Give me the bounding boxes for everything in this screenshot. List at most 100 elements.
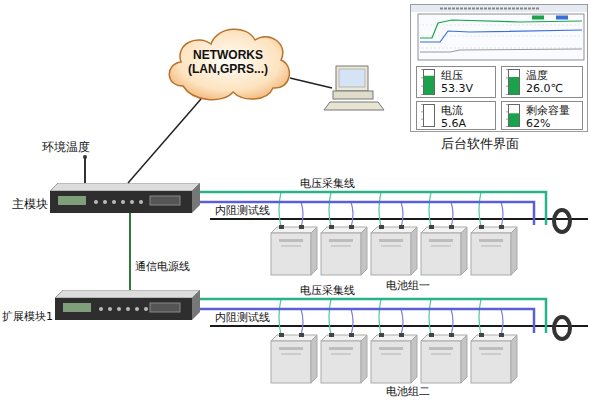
module-front (55, 298, 192, 320)
battery-stripe (381, 245, 401, 247)
module-port (150, 196, 180, 205)
cloud-outline (169, 29, 289, 100)
battery-front (321, 341, 361, 383)
battery-side (311, 227, 317, 275)
battery-stripe (481, 245, 501, 247)
battery-terminal (379, 225, 384, 229)
wire-connector (200, 202, 534, 225)
gauge-tick (421, 69, 424, 70)
battery-front (321, 233, 361, 275)
chart-line (420, 30, 582, 42)
battery-group: 电池组二 (265, 333, 550, 399)
chart-grid (418, 25, 584, 48)
wire-label: 内阻测试线 (215, 204, 270, 217)
power-bus (210, 325, 588, 327)
gauge-bar (421, 69, 437, 97)
module-button (99, 307, 103, 311)
wire-connector (200, 299, 546, 333)
gauge-tick (506, 86, 509, 87)
gauge-fill (509, 77, 519, 95)
battery-stripe (279, 347, 303, 350)
battery-cell (421, 333, 467, 383)
module-port (150, 303, 180, 312)
battery-cell (371, 225, 417, 275)
battery-side (511, 227, 517, 275)
battery-front (271, 341, 311, 383)
node-text: 电池组二 (386, 385, 430, 398)
gauge-tick (506, 69, 509, 70)
voltage-drop-wires (279, 299, 481, 335)
module-button (117, 307, 121, 311)
temperature-antenna (83, 155, 87, 159)
battery-stripe (479, 347, 503, 350)
battery-cell (271, 225, 317, 275)
node-text: 5.6A (441, 117, 495, 130)
module-front (50, 191, 192, 213)
wire-label: 内阻测试线 (215, 311, 270, 324)
module-side (192, 183, 200, 213)
resistance-drop-wires (301, 202, 503, 227)
battery-cell (321, 333, 367, 383)
battery-terminal (399, 225, 404, 229)
module-display (58, 196, 86, 205)
battery-row (265, 225, 550, 277)
computer-base (333, 91, 373, 99)
gauge-frame (509, 70, 520, 95)
battery-cell (321, 225, 367, 275)
battery-front (471, 233, 511, 275)
battery-terminal (479, 225, 484, 229)
battery-cell (471, 333, 517, 383)
battery-side (361, 227, 367, 275)
gauge-tick (506, 104, 509, 105)
voltage-drop-wires (279, 192, 481, 227)
node-text: 剩余容量 (526, 104, 582, 117)
battery-stripe (429, 239, 453, 242)
battery-stripe (331, 353, 351, 355)
module-button (130, 200, 134, 204)
node-text: 扩展模块1 (2, 310, 53, 324)
gauge-tick (421, 77, 424, 78)
battery-group: 电池组一 (265, 225, 550, 293)
battery-terminal (329, 225, 334, 229)
module-button (135, 307, 139, 311)
panel-titlebar (411, 5, 587, 12)
battery-terminal (429, 333, 434, 337)
battery-stripe (379, 347, 403, 350)
battery-stripe (279, 239, 303, 242)
battery-terminal (299, 225, 304, 229)
node-text: 温度 (526, 69, 582, 82)
battery-terminal (449, 333, 454, 337)
wire-connector (128, 99, 201, 183)
battery-terminal (399, 333, 404, 337)
gauge-tick (506, 111, 509, 112)
module-top (50, 183, 200, 191)
battery-terminal (379, 333, 384, 337)
battery-top (321, 335, 367, 341)
battery-side (511, 335, 517, 383)
battery-stripe (431, 245, 451, 247)
gauge-tick (421, 126, 424, 127)
network-wire (290, 78, 332, 88)
current-clamp (554, 317, 570, 339)
gauge-box: 电流5.6A (416, 101, 496, 130)
module-top (55, 290, 200, 298)
battery-front (421, 341, 461, 383)
gauge-tick (421, 86, 424, 87)
battery-stripe (331, 245, 351, 247)
gauge-box: 剩余容量62% (501, 101, 583, 130)
module-button (126, 307, 130, 311)
node-text: 53.3V (441, 82, 495, 95)
gauge-fill (424, 76, 434, 95)
battery-terminal (499, 225, 504, 229)
battery-row (265, 333, 550, 385)
monitor-module: 扩展模块1 (55, 290, 200, 320)
battery-top (471, 335, 517, 341)
computer-monitor (336, 66, 368, 91)
monitor-module: 主模块 (50, 183, 200, 213)
rack-module (55, 290, 200, 320)
battery-top (371, 335, 417, 341)
gauge-tick (421, 94, 424, 95)
battery-stripe (281, 353, 301, 355)
battery-top (471, 227, 517, 233)
